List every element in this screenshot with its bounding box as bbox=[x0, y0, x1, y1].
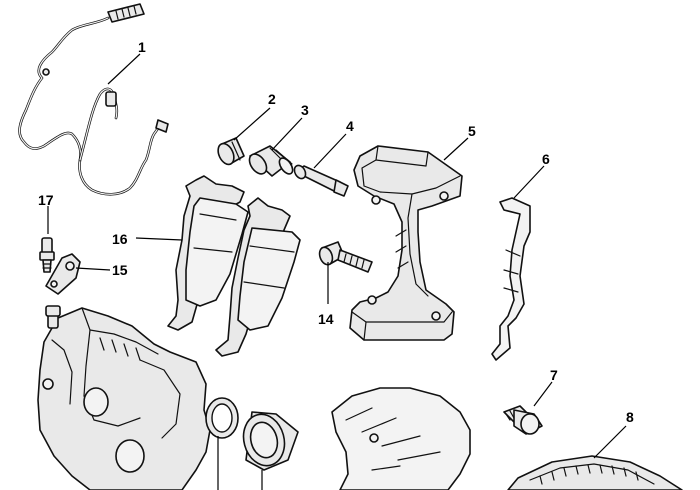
piston bbox=[242, 411, 299, 471]
guide-pin bbox=[293, 164, 349, 197]
callout-8: 8 bbox=[626, 409, 634, 425]
brake-disc bbox=[507, 455, 683, 490]
sensor-bracket bbox=[45, 253, 81, 295]
callout-2: 2 bbox=[268, 91, 276, 107]
bleed-screw bbox=[39, 237, 55, 273]
guide-sleeve bbox=[248, 145, 294, 177]
splash-shield bbox=[331, 387, 471, 490]
leader-lines bbox=[47, 53, 627, 490]
caliper-bracket bbox=[349, 145, 463, 341]
callout-7: 7 bbox=[550, 367, 558, 383]
guide-bush bbox=[217, 137, 245, 166]
anti-rattle-spring bbox=[491, 197, 531, 361]
wear-sensor-cable bbox=[18, 3, 169, 196]
caliper-housing bbox=[37, 305, 211, 490]
callout-1: 1 bbox=[138, 39, 146, 55]
callout-5: 5 bbox=[468, 123, 476, 139]
hub-bolt bbox=[503, 405, 543, 435]
callout-16: 16 bbox=[112, 231, 128, 247]
piston-seal bbox=[205, 397, 239, 439]
callout-15: 15 bbox=[112, 262, 128, 278]
callout-4: 4 bbox=[346, 118, 354, 134]
brake-pads bbox=[167, 175, 301, 357]
callout-3: 3 bbox=[301, 102, 309, 118]
callout-labels: 1 2 3 4 5 6 7 8 14 15 16 17 bbox=[38, 39, 634, 425]
bracket-bolt bbox=[318, 241, 373, 273]
callout-17: 17 bbox=[38, 192, 54, 208]
callout-6: 6 bbox=[542, 151, 550, 167]
callout-14: 14 bbox=[318, 311, 334, 327]
